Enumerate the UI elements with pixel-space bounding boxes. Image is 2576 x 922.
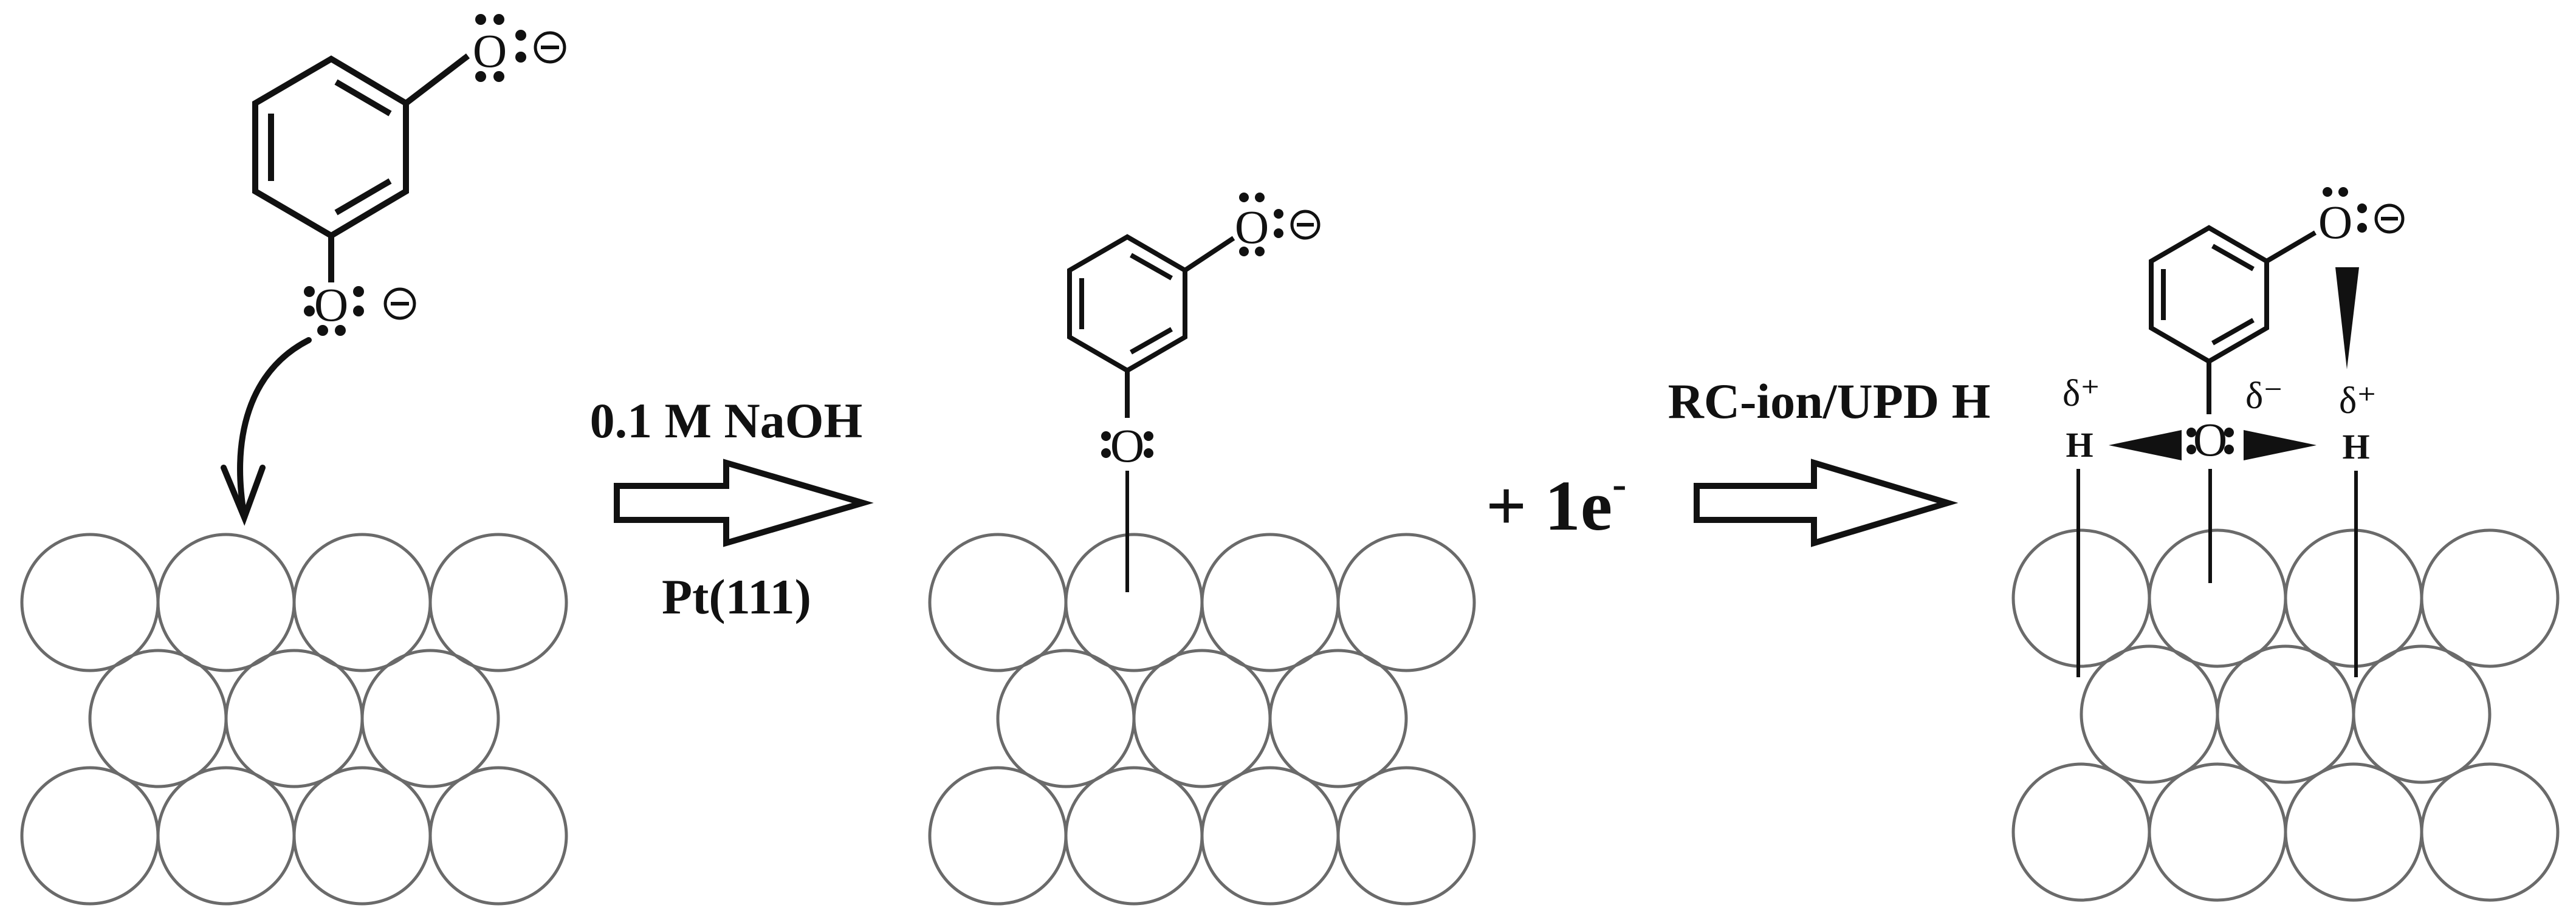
electron-label: + 1e- [1486, 461, 1626, 545]
benzene-ring [1067, 234, 1235, 418]
resorcinol-dianion-1: O O [221, 14, 566, 526]
charge-minus-icon [1290, 210, 1321, 240]
oxygen-bound: O δ⁻ [2186, 375, 2283, 466]
pt-surface-2 [928, 533, 1476, 906]
wedge-bond-icon [2109, 430, 2182, 460]
wedge-bond-icon [2335, 267, 2359, 369]
charge-minus-icon [383, 287, 416, 320]
svg-text:O: O [2318, 196, 2352, 248]
svg-text:δ⁺: δ⁺ [2063, 373, 2100, 414]
surface-label: Pt(111) [662, 569, 811, 624]
step2-label: RC-ion/UPD H [1668, 374, 1991, 429]
surface-bonds [2076, 469, 2358, 677]
hydrogen-left: δ⁺ H [2063, 373, 2100, 465]
svg-text:δ⁺: δ⁺ [2339, 380, 2377, 422]
svg-text:O: O [1110, 419, 1144, 472]
electron-term: + 1e- [1486, 461, 1626, 545]
svg-text:H: H [2342, 427, 2369, 466]
reaction-arrow-icon [1694, 459, 1959, 547]
svg-text:H: H [2066, 425, 2093, 465]
reaction-step-1: 0.1 M NaOH Pt(111) [590, 393, 874, 624]
wedge-bond-icon [2244, 430, 2317, 460]
oxygen-top: O [2318, 187, 2405, 248]
pt-surface-1 [20, 533, 568, 906]
curved-arrow-icon [221, 337, 312, 526]
reaction-arrow-icon [614, 459, 874, 547]
svg-text:O: O [314, 278, 348, 331]
oxygen-bound: O [1101, 419, 1153, 472]
reagent-label: 0.1 M NaOH [590, 393, 863, 448]
benzene-ring [2149, 225, 2317, 414]
oxygen-top: O [473, 14, 566, 82]
panel-2: O O [928, 193, 1476, 906]
benzene-ring [252, 53, 470, 282]
charge-minus-icon [534, 31, 566, 64]
charge-minus-icon [2374, 203, 2405, 234]
svg-text:O: O [1235, 200, 1269, 253]
pt-surface-3 [2011, 528, 2560, 902]
panel-1: O O [20, 14, 568, 906]
rc-ion-complex-3: O O δ⁻ [2063, 187, 2405, 677]
hydrogen-right: δ⁺ H [2339, 380, 2377, 466]
oxygen-bottom: O [304, 278, 416, 336]
svg-text:O: O [473, 24, 507, 77]
reaction-step-2: RC-ion/UPD H [1668, 374, 1991, 547]
oxygen-top: O [1235, 193, 1321, 256]
delta-minus-label: δ⁻ [2245, 375, 2283, 417]
svg-text:O: O [2193, 413, 2227, 466]
panel-3: O O δ⁻ [2011, 187, 2560, 902]
adsorbed-phenoxide-2: O O [1067, 193, 1321, 592]
